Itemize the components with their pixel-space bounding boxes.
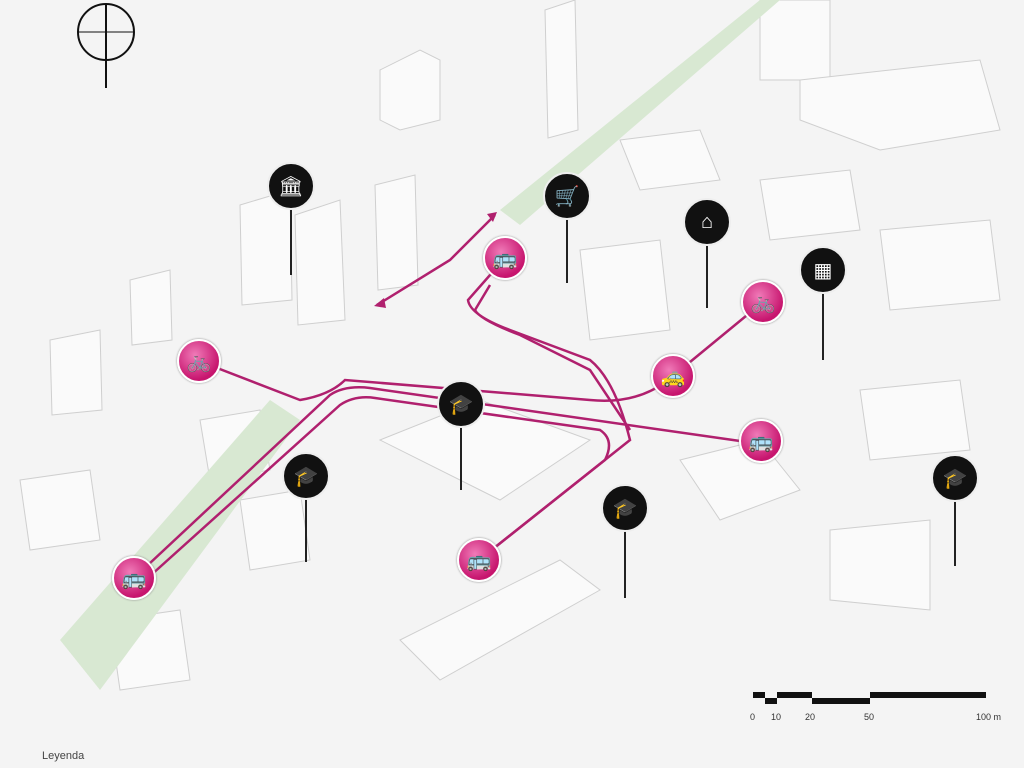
bus-icon[interactable]: 🚌 bbox=[739, 419, 783, 463]
scale-bar bbox=[753, 692, 986, 704]
bicycle-icon[interactable]: 🚲 bbox=[741, 280, 785, 324]
pin-stem bbox=[290, 205, 292, 275]
bus-icon[interactable]: 🚌 bbox=[112, 556, 156, 600]
bus-icon[interactable]: 🚌 bbox=[457, 538, 501, 582]
north-arrow-icon bbox=[77, 3, 135, 88]
government-building-icon[interactable]: 🏛 bbox=[267, 162, 315, 210]
green-strip bbox=[60, 400, 300, 690]
pin-stem bbox=[822, 290, 824, 360]
route-bus-southwest bbox=[139, 396, 611, 586]
graduation-cap-icon[interactable]: 🎓 bbox=[931, 454, 979, 502]
pin-stem bbox=[566, 215, 568, 283]
shopping-cart-icon[interactable]: 🛒 bbox=[543, 172, 591, 220]
legend-title: Leyenda bbox=[42, 750, 85, 762]
scale-label: 0 bbox=[750, 712, 756, 722]
pin-stem bbox=[706, 242, 708, 308]
route-bus-west-east bbox=[133, 386, 741, 579]
graduation-cap-icon[interactable]: 🎓 bbox=[282, 452, 330, 500]
graduation-cap-icon[interactable]: 🎓 bbox=[437, 380, 485, 428]
pin-stem bbox=[305, 496, 307, 562]
bus-icon[interactable]: 🚌 bbox=[483, 236, 527, 280]
graduation-cap-icon[interactable]: 🎓 bbox=[601, 484, 649, 532]
arrow-head-icon bbox=[374, 298, 386, 308]
green-strip-north bbox=[500, 0, 780, 225]
bicycle-icon[interactable]: 🚲 bbox=[177, 339, 221, 383]
scale-label: 100 m bbox=[976, 712, 1002, 722]
scale-label: 50 bbox=[864, 712, 875, 722]
pin-stem bbox=[460, 424, 462, 490]
scale-label: 10 bbox=[771, 712, 782, 722]
pin-stem bbox=[954, 498, 956, 566]
house-icon[interactable]: ⌂ bbox=[683, 198, 731, 246]
taxi-icon[interactable]: 🚕 bbox=[651, 354, 695, 398]
scale-label: 20 bbox=[805, 712, 816, 722]
pin-stem bbox=[624, 528, 626, 598]
office-building-icon[interactable]: ▦ bbox=[799, 246, 847, 294]
arrow-head-icon bbox=[487, 212, 497, 222]
route-arrow bbox=[376, 214, 496, 307]
route-bus-north bbox=[466, 257, 632, 561]
